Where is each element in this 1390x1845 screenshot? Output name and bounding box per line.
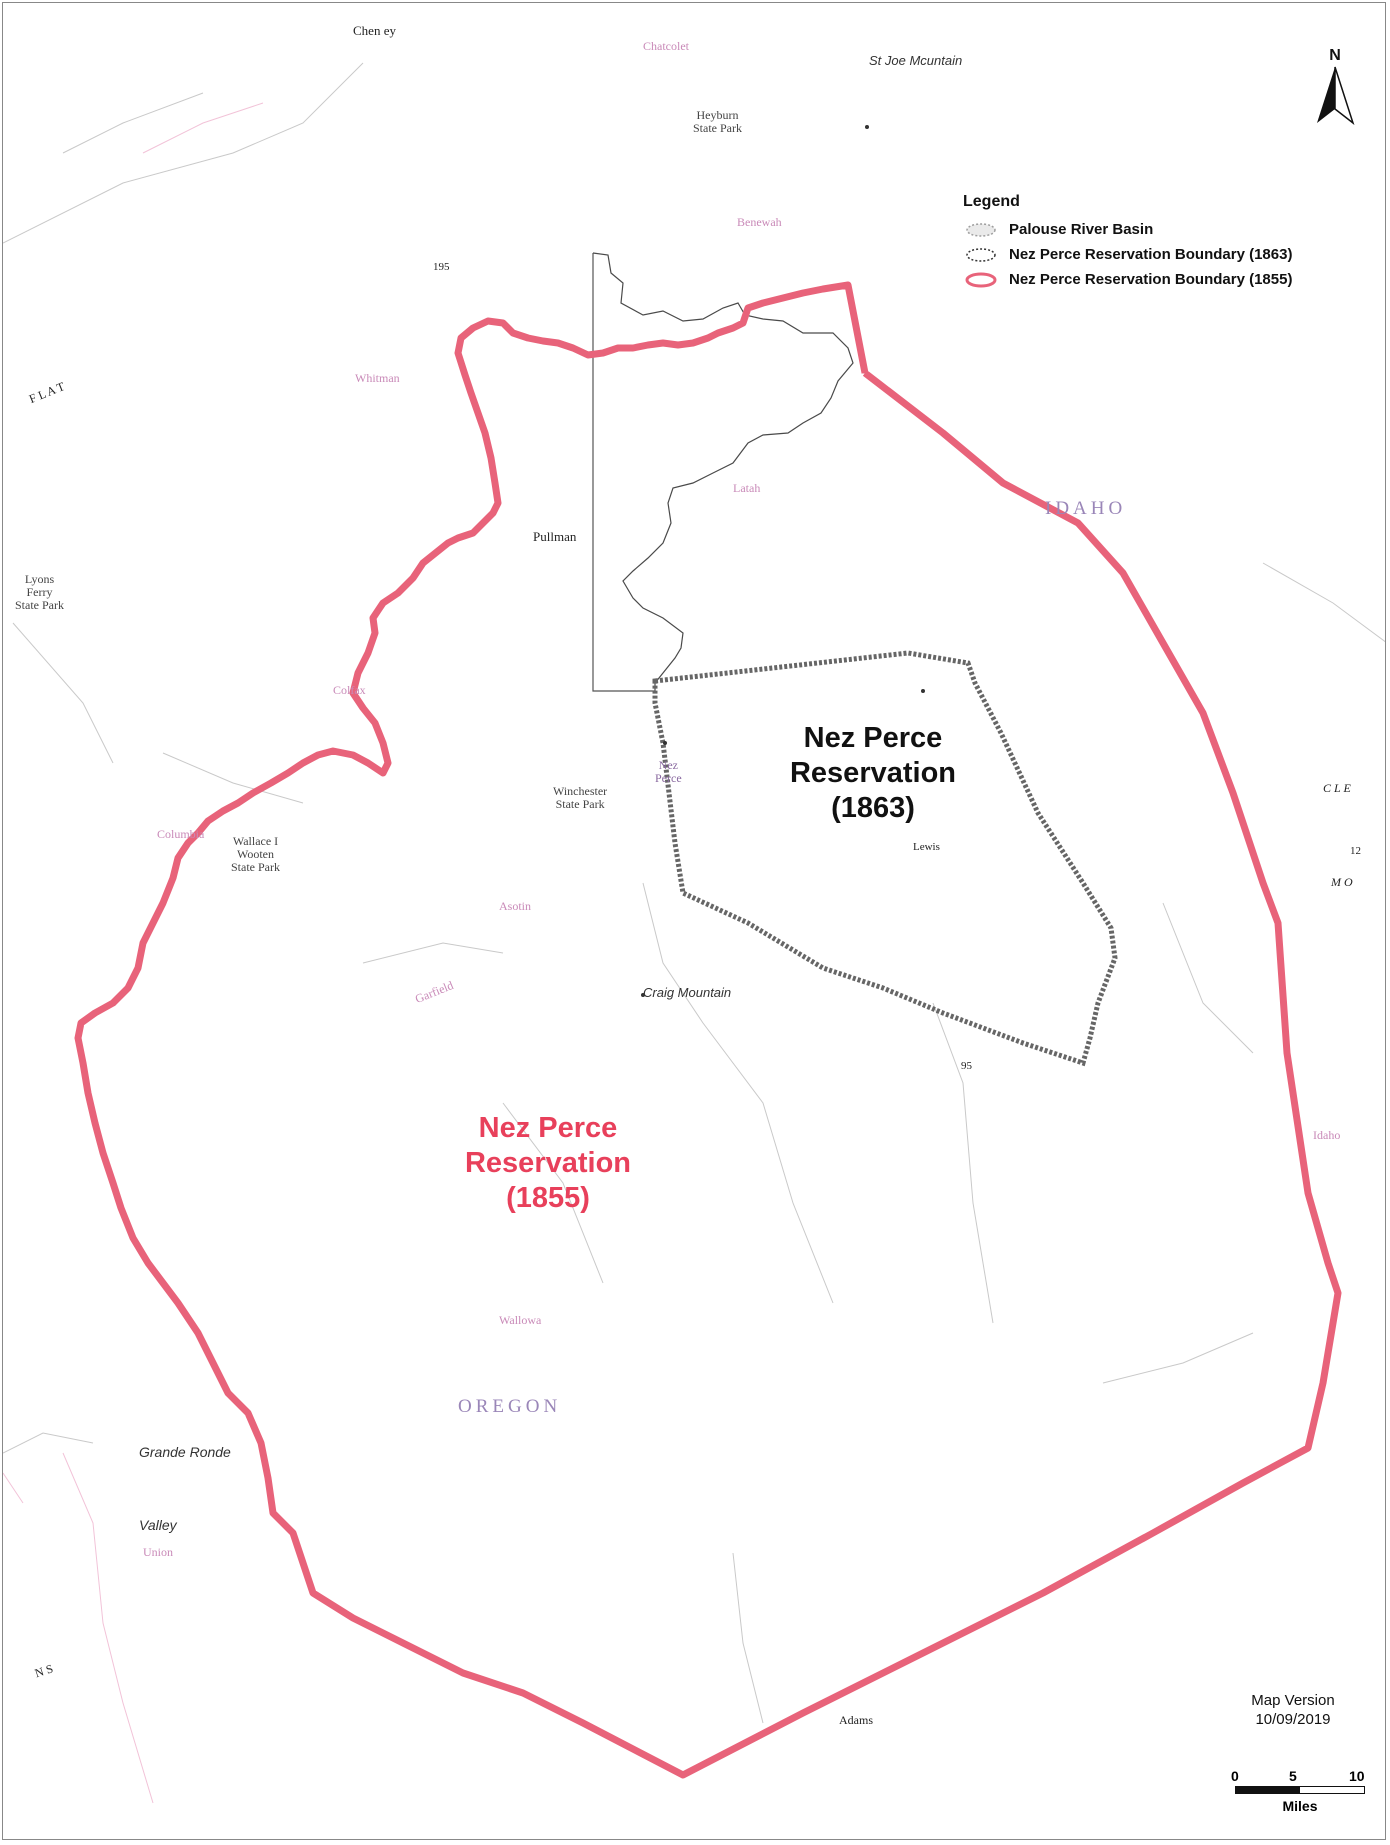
label-hwy-95: 95 [961, 1060, 972, 1072]
label-mo-partial: M O [1331, 875, 1353, 889]
scale-ticks: 0 5 10 [1231, 1768, 1365, 1786]
north-arrow: N [1313, 47, 1357, 127]
label-grande-ronde: Grande Ronde [139, 1444, 231, 1460]
scale-bar: 0 5 10 Miles [1231, 1768, 1365, 1814]
label-idaho-county: Idaho [1313, 1128, 1341, 1142]
pink-road-lines [3, 102, 264, 1804]
label-adams: Adams [839, 1713, 873, 1727]
north-label: N [1329, 47, 1341, 64]
res1863-line3: (1863) [831, 792, 915, 824]
label-chatcolet: Chatcolet [643, 39, 689, 53]
label-lewis: Lewis [913, 841, 940, 853]
label-reservation-1863: Nez Perce Reservation (1863) [763, 721, 983, 826]
legend-title: Legend [963, 193, 1020, 210]
res1863-line2: Reservation [789, 757, 956, 789]
legend-label-1855: Nez Perce Reservation Boundary (1855) [1009, 271, 1293, 288]
legend-item-palouse: Palouse River Basin [963, 217, 1363, 242]
city-dots [641, 125, 925, 997]
palouse-basin-swatch-icon [966, 222, 996, 237]
label-valley: Valley [139, 1517, 177, 1533]
scale-bar-graphic [1235, 1786, 1365, 1794]
label-winchester-state-park: Winchester State Park [553, 784, 608, 811]
legend: Legend Palouse River Basin Nez Perce Res… [963, 193, 1363, 292]
label-hwy-195: 195 [433, 261, 450, 273]
boundary-1855 [74, 281, 1342, 1779]
state-line [592, 253, 655, 692]
label-clearwater-partial: C L E [1323, 781, 1351, 795]
scale-tick-5: 5 [1289, 1768, 1297, 1784]
legend-item-1863: Nez Perce Reservation Boundary (1863) [963, 242, 1363, 267]
background-roads [3, 62, 1385, 1724]
label-pullman: Pullman [533, 529, 577, 544]
label-cheney: Chen ey [353, 23, 396, 38]
label-hwy-12: 12 [1350, 845, 1361, 857]
label-whitman: Whitman [355, 371, 400, 385]
scale-unit: Miles [1282, 1798, 1318, 1814]
label-wallowa: Wallowa [499, 1313, 542, 1327]
legend-label-1863: Nez Perce Reservation Boundary (1863) [1009, 246, 1293, 263]
label-reservation-1855: Nez Perce Reservation (1855) [438, 1111, 658, 1216]
label-nez-perce-town: Nez Perce [655, 758, 682, 785]
res1863-line1: Nez Perce [803, 722, 943, 754]
res1855-line3: (1855) [506, 1182, 590, 1214]
res1855-line1: Nez Perce [478, 1112, 618, 1144]
label-heyburn-state-park: Heyburn State Park [693, 108, 742, 135]
legend-item-1855: Nez Perce Reservation Boundary (1855) [963, 267, 1363, 292]
palouse-basin-boundary [592, 252, 854, 691]
map-version-line1: Map Version [1251, 1692, 1335, 1709]
label-union: Union [143, 1545, 173, 1559]
map-version: Map Version 10/09/2019 [1223, 1691, 1363, 1729]
label-oregon: OREGON [458, 1396, 562, 1417]
map-canvas[interactable] [3, 3, 1386, 1840]
label-asotin: Asotin [499, 899, 532, 913]
legend-label-palouse: Palouse River Basin [1009, 221, 1154, 238]
label-latah: Latah [733, 481, 761, 495]
label-columbia: Columbia [157, 827, 205, 841]
label-craig-mountain: Craig Mountain [643, 985, 732, 1000]
scale-tick-0: 0 [1231, 1768, 1239, 1784]
boundary-1863-swatch-icon [966, 247, 996, 262]
label-idaho: IDAHO [1045, 498, 1127, 519]
label-colfax: Colfax [333, 683, 366, 697]
boundary-1863 [652, 650, 1118, 1067]
label-st-joe-mountain: St Joe Mcuntain [869, 53, 963, 68]
res1855-line2: Reservation [464, 1147, 631, 1179]
boundary-1855-swatch-icon [965, 272, 997, 287]
label-wallace-wooten-state-park: Wallace I Wooten State Park [231, 834, 280, 874]
label-lyons-ferry-state-park: Lyons Ferry State Park [15, 572, 64, 612]
north-arrow-icon [1317, 66, 1355, 126]
label-benewah: Benewah [737, 215, 782, 229]
map-version-line2: 10/09/2019 [1255, 1711, 1331, 1728]
scale-tick-10: 10 [1349, 1768, 1365, 1784]
